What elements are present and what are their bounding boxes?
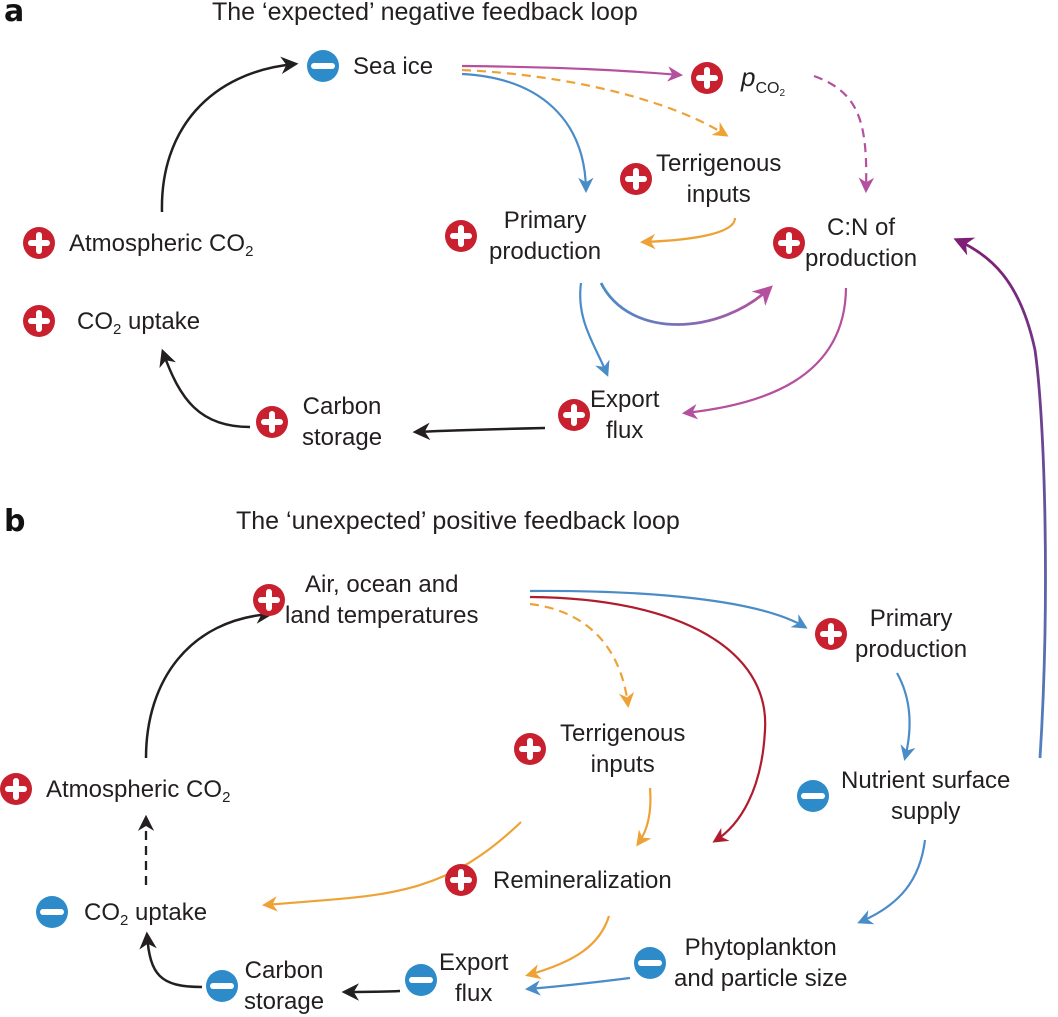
arrow-a-export-to-storage xyxy=(412,422,546,441)
node-a-sea-ice: Sea ice xyxy=(307,50,433,82)
plus-icon xyxy=(256,406,288,438)
minus-icon xyxy=(634,947,666,979)
arrow-a-seaice-to-pco2 xyxy=(461,64,684,82)
arrow-b-terrigenous-to-uptake xyxy=(261,821,522,912)
minus-icon xyxy=(36,896,68,928)
node-label: Remineralization xyxy=(493,866,672,894)
panel-b-letter: b xyxy=(4,504,26,539)
panel-a-title: The ‘expected’ negative feedback loop xyxy=(212,0,638,26)
node-label: pCO2 xyxy=(741,62,786,99)
node-label: Atmospheric CO2 xyxy=(69,229,254,260)
arrow-b-terrigenous-to-remineralization xyxy=(636,787,652,847)
arrow-nutrient-to-cn xyxy=(953,237,1047,759)
arrow-b-temperatures-to-terrigenous-dashed xyxy=(529,602,635,709)
minus-icon xyxy=(206,970,238,1002)
node-label: CO2 uptake xyxy=(84,898,208,929)
arrow-b-remineralization-to-export xyxy=(525,915,611,980)
node-label: Sea ice xyxy=(353,52,434,80)
arrow-a-primary-to-cn xyxy=(599,282,773,326)
arrow-a-primary-to-export xyxy=(579,282,610,377)
plus-icon xyxy=(0,773,32,805)
plus-icon xyxy=(773,227,805,259)
node-a-pco2: pCO2 xyxy=(691,62,786,99)
arrow-a-seaice-to-primary xyxy=(461,72,594,194)
node-b-co2-uptake: CO2 uptake xyxy=(36,896,207,928)
arrow-a-seaice-to-terrigenous-dashed xyxy=(461,68,729,137)
node-a-co2-uptake: CO2 uptake xyxy=(23,305,200,337)
node-label: CO2 uptake xyxy=(77,307,201,338)
plus-icon xyxy=(23,227,55,259)
arrow-b-temperatures-to-primary xyxy=(529,589,808,629)
arrow-b-storage-to-uptake xyxy=(139,931,203,989)
plus-icon xyxy=(445,220,477,252)
arrow-b-phytoplankton-to-export xyxy=(524,976,631,996)
plus-icon xyxy=(23,305,55,337)
arrow-b-atmco2-to-temperatures xyxy=(144,606,274,759)
node-b-atmospheric-co2: Atmospheric CO2 xyxy=(0,773,230,805)
arrow-b-export-to-storage xyxy=(341,983,401,1001)
minus-icon xyxy=(797,780,829,812)
node-b-remineralization: Remineralization xyxy=(445,864,672,896)
minus-icon xyxy=(307,50,339,82)
plus-icon xyxy=(514,733,546,765)
plus-icon xyxy=(620,163,652,195)
arrow-a-pco2-to-cn-dashed xyxy=(813,74,875,194)
node-label: Atmospheric CO2 xyxy=(46,775,231,806)
arrow-a-cn-to-export xyxy=(681,287,848,420)
arrow-a-terrigenous-to-primary xyxy=(639,217,737,250)
arrow-a-atmco2-to-seaice xyxy=(160,56,299,213)
arrow-b-temperatures-to-remineralization xyxy=(529,595,767,843)
panel-b-title: The ‘unexpected’ positive feedback loop xyxy=(236,507,680,535)
plus-icon xyxy=(445,864,477,896)
minus-icon xyxy=(405,964,437,996)
node-a-atmospheric-co2: Atmospheric CO2 xyxy=(23,227,253,259)
arrow-b-primary-to-nutrient xyxy=(896,672,916,761)
plus-icon xyxy=(691,62,723,94)
panel-a-letter: a xyxy=(4,0,25,29)
arrow-a-storage-to-uptake xyxy=(159,348,251,429)
plus-icon xyxy=(253,584,285,616)
plus-icon xyxy=(815,618,847,650)
arrow-b-nutrient-to-phytoplankton xyxy=(857,839,927,925)
plus-icon xyxy=(558,399,590,431)
